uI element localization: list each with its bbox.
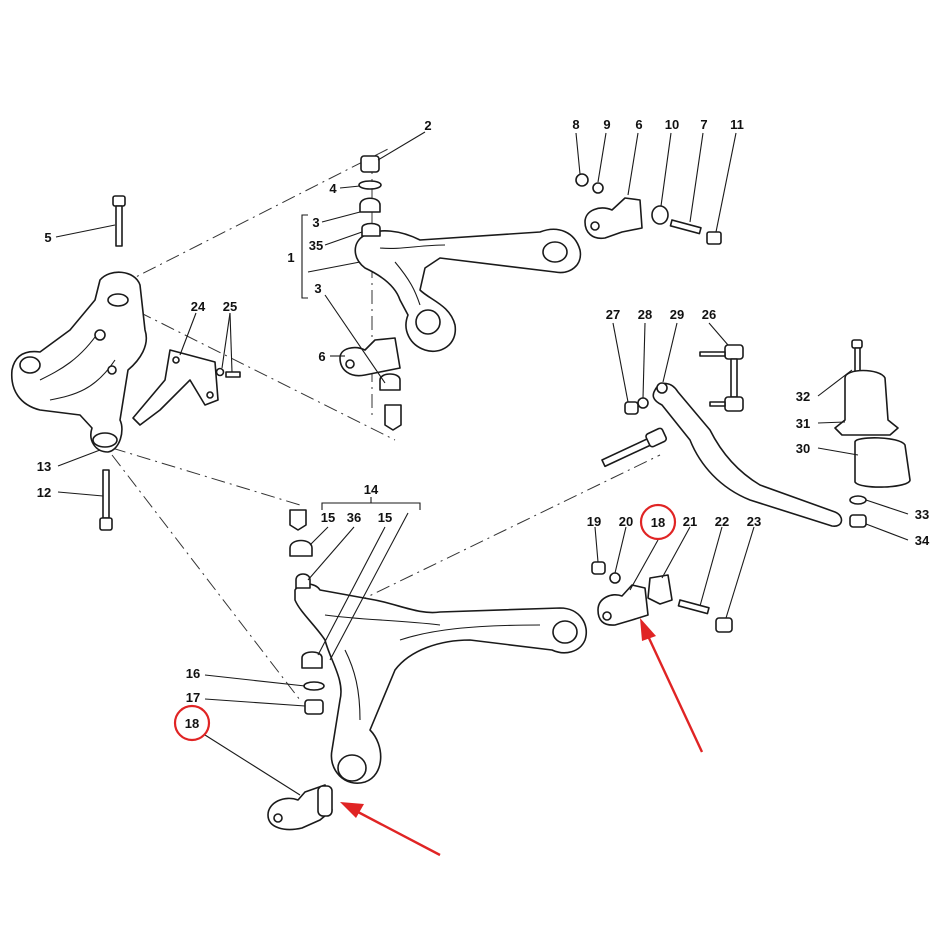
callout-3-upper: 3 — [312, 215, 319, 230]
callout-12: 12 — [37, 485, 51, 500]
callout-14: 14 — [364, 482, 379, 497]
upper-ball-joint-stack — [358, 155, 382, 237]
upper-bushing-6-left — [339, 337, 401, 377]
callout-19: 19 — [587, 514, 601, 529]
steering-knuckle — [11, 271, 147, 453]
highlight-circle-left — [173, 704, 211, 742]
callout-36: 36 — [347, 510, 361, 525]
anti-roll-bar — [601, 382, 843, 527]
callout-21: 21 — [683, 514, 697, 529]
lower-wishbone — [294, 583, 587, 784]
callout-31: 31 — [796, 416, 810, 431]
bolt-5 — [112, 195, 126, 247]
callout-9: 9 — [603, 117, 610, 132]
bolt-12 — [99, 469, 113, 531]
callout-6-right: 6 — [635, 117, 642, 132]
callout-8: 8 — [572, 117, 579, 132]
lower-front-bushing-18 — [267, 784, 333, 831]
lower-ball-joint-stack — [289, 509, 325, 715]
callout-6-left: 6 — [318, 349, 325, 364]
callout-24: 24 — [191, 299, 206, 314]
callout-10: 10 — [665, 117, 679, 132]
callout-11: 11 — [730, 117, 744, 132]
nut-27-washer-28 — [624, 397, 649, 415]
callout-20: 20 — [619, 514, 633, 529]
callout-5: 5 — [44, 230, 51, 245]
upper-wishbone — [354, 228, 582, 352]
bolt-25 — [215, 367, 241, 378]
callout-30: 30 — [796, 441, 810, 456]
callout-22: 22 — [715, 514, 729, 529]
construction-lines — [111, 147, 661, 701]
callout-23: 23 — [747, 514, 761, 529]
callout-18-right: 18 — [651, 515, 665, 530]
callout-2: 2 — [424, 118, 431, 133]
callout-26: 26 — [702, 307, 716, 322]
upper-boot — [379, 373, 402, 431]
callout-7: 7 — [700, 117, 707, 132]
callout-17: 17 — [186, 690, 200, 705]
callout-labels: 2 4 3 35 1 3 6 5 24 25 13 12 8 9 6 10 7 … — [37, 117, 930, 731]
lower-rear-bushing-group — [591, 561, 733, 633]
callout-1: 1 — [287, 250, 294, 265]
red-arrow-left — [340, 802, 441, 857]
upper-rear-bushing-group — [575, 173, 722, 245]
callout-15-left: 15 — [321, 510, 335, 525]
callout-27: 27 — [606, 307, 620, 322]
callout-33: 33 — [915, 507, 929, 522]
leader-lines — [55, 131, 909, 796]
callout-32: 32 — [796, 389, 810, 404]
callout-35: 35 — [309, 238, 323, 253]
callout-28: 28 — [638, 307, 652, 322]
red-arrow-right — [640, 618, 704, 753]
callout-4: 4 — [329, 181, 337, 196]
anti-roll-bar-mount — [834, 339, 911, 528]
callout-25: 25 — [223, 299, 237, 314]
bracket-24 — [132, 349, 219, 426]
drop-link-26 — [699, 344, 744, 412]
callout-16: 16 — [186, 666, 200, 681]
callout-18-left: 18 — [185, 716, 199, 731]
callout-13: 13 — [37, 459, 51, 474]
callout-29: 29 — [670, 307, 684, 322]
highlight-circle-right — [639, 503, 677, 541]
callout-34: 34 — [915, 533, 930, 548]
callout-15-right: 15 — [378, 510, 392, 525]
group-bracket-1 — [301, 214, 308, 299]
highlight-annotations — [173, 503, 704, 857]
callout-3-lower: 3 — [314, 281, 321, 296]
